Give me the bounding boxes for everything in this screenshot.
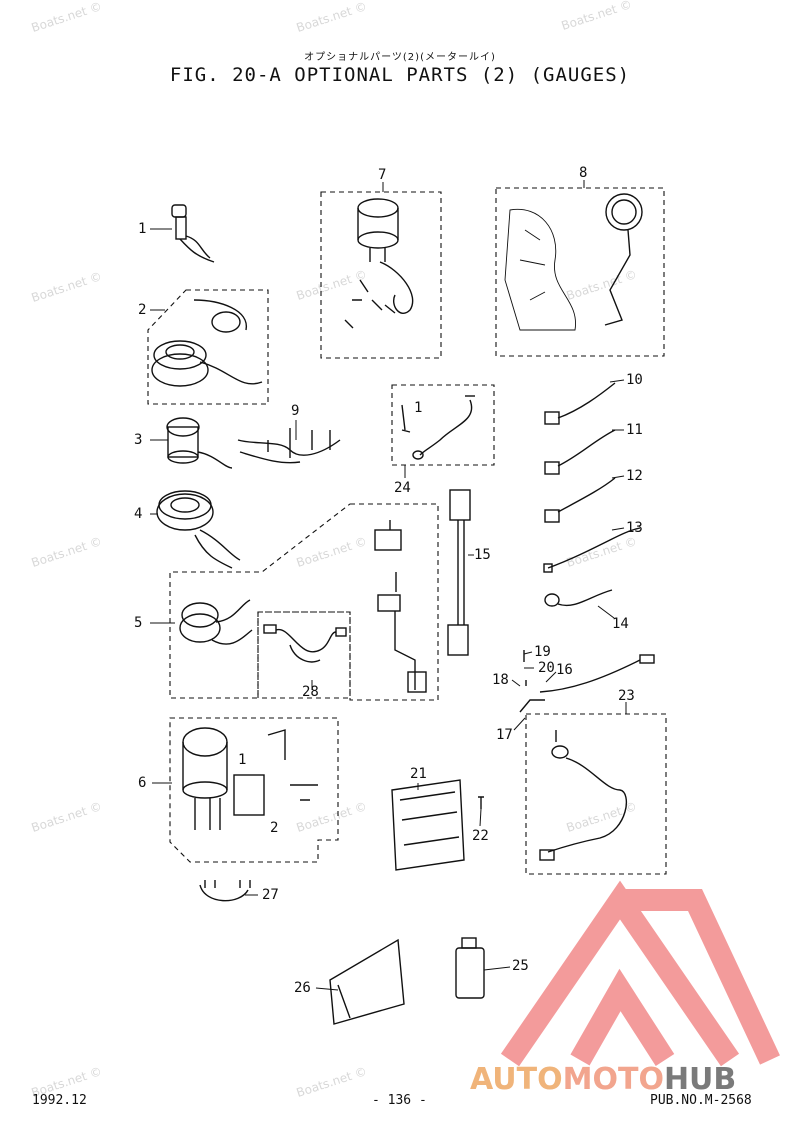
callout-14: 14	[612, 616, 629, 632]
logo-part-moto: MOTO	[562, 1062, 664, 1097]
part-2-gauge	[151, 299, 263, 387]
group-boxes	[147, 187, 667, 875]
part-7-gauge	[344, 198, 414, 329]
part-12-sensor	[544, 477, 616, 523]
footer-date: 1992.12	[32, 1093, 87, 1108]
callout-27: 27	[262, 887, 279, 903]
callout-18: 18	[492, 672, 509, 688]
leader-lines	[150, 180, 627, 991]
part-25-can	[455, 937, 485, 999]
footer-pub-number: PUB.NO.M-2568	[650, 1093, 752, 1108]
part-14-sensor	[544, 589, 613, 607]
group-box-28	[257, 611, 351, 699]
figure-subtitle-jp: オプショナルパーツ(2)(メータールイ)	[304, 52, 496, 63]
logo-part-hub: HUB	[663, 1062, 737, 1097]
callout-26: 26	[294, 980, 311, 996]
part-21-decal	[391, 779, 465, 871]
callout-8: 8	[579, 165, 588, 181]
part-15-cable	[447, 489, 471, 656]
callout-25: 25	[512, 958, 529, 974]
part-5-gauge	[179, 599, 253, 645]
part-9-harness	[237, 428, 341, 464]
logo-wordmark: AUTOMOTOHUB	[470, 1062, 736, 1097]
footer-page-number: - 136 -	[372, 1093, 427, 1108]
part-sensor-group	[374, 520, 427, 693]
part-27-harness	[199, 880, 251, 902]
callout-24: 24	[394, 480, 411, 496]
part-3-gauge	[166, 417, 233, 469]
part-16-harness	[519, 650, 655, 713]
callout-21: 21	[410, 766, 427, 782]
callout-5: 5	[134, 615, 143, 631]
callout-13: 13	[626, 520, 643, 536]
group-box-5	[169, 503, 439, 701]
figure-title: FIG. 20-A OPTIONAL PARTS (2) (GAUGES)	[169, 64, 631, 86]
logo-part-auto: AUTO	[470, 1062, 563, 1097]
part-28-harness	[263, 624, 347, 663]
part-10-sensor	[544, 382, 616, 425]
part-1-switch	[171, 204, 215, 263]
part-24-harness	[401, 395, 475, 460]
callout-24-sub-1: 1	[414, 400, 423, 416]
callout-6: 6	[138, 775, 147, 791]
callout-20: 20	[538, 660, 555, 676]
callout-6-sub-1: 1	[238, 752, 247, 768]
group-box-8	[495, 187, 665, 357]
part-6-gauge	[182, 727, 318, 830]
callout-15: 15	[474, 547, 491, 563]
callout-7: 7	[378, 167, 387, 183]
callout-1: 1	[138, 221, 147, 237]
part-26-manual	[329, 938, 405, 1025]
callout-6-sub-2: 2	[270, 820, 279, 836]
part-23-harness	[539, 730, 628, 861]
group-box-24	[391, 384, 495, 466]
part-13-harness	[543, 527, 641, 573]
part-8-gauge	[504, 193, 643, 331]
callout-9: 9	[291, 403, 300, 419]
callout-11: 11	[626, 422, 643, 438]
group-box-23	[525, 713, 667, 875]
automotohub-logo-icon	[500, 880, 780, 1067]
callout-2: 2	[138, 302, 147, 318]
callout-23: 23	[618, 688, 635, 704]
callout-17: 17	[496, 727, 513, 743]
callout-16: 16	[556, 662, 573, 678]
callout-4: 4	[134, 506, 143, 522]
group-box-2	[147, 289, 269, 405]
group-box-6	[169, 717, 339, 863]
callout-22: 22	[472, 828, 489, 844]
part-22-rivet	[478, 796, 484, 809]
callout-12: 12	[626, 468, 643, 484]
part-11-sensor	[544, 429, 616, 475]
group-box-7	[320, 191, 442, 359]
callout-19: 19	[534, 644, 551, 660]
callout-3: 3	[134, 432, 143, 448]
part-4-gauge	[156, 490, 241, 569]
callout-10: 10	[626, 372, 643, 388]
callout-28: 28	[302, 684, 319, 700]
